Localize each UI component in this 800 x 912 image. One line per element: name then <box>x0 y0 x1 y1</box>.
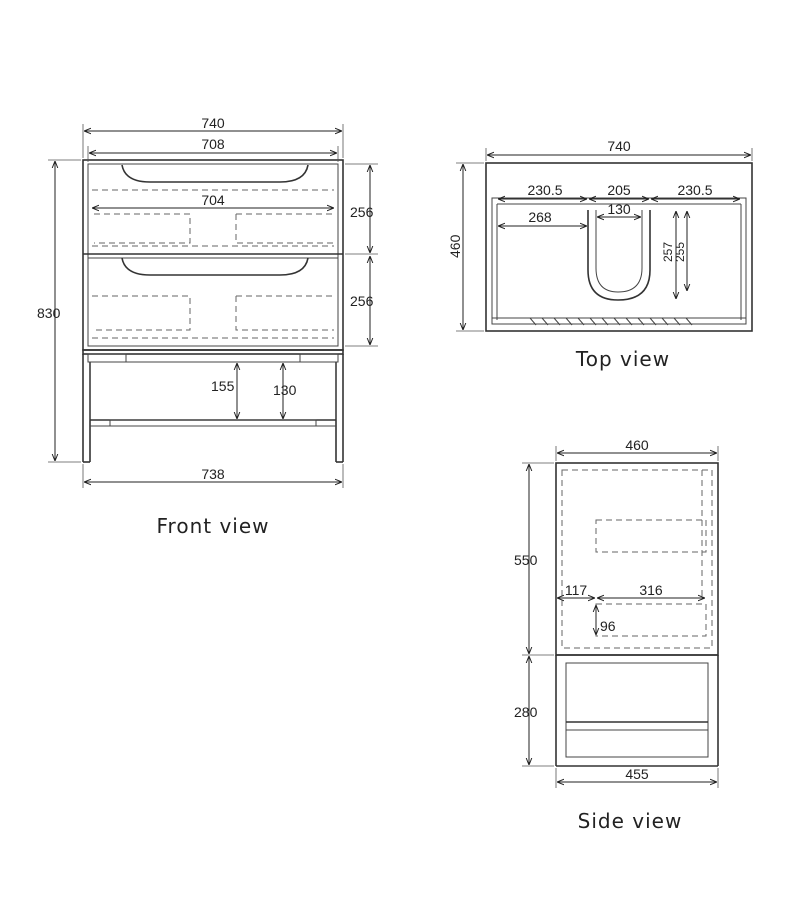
plumbing-cutout <box>587 210 651 301</box>
top-view: 740 460 230.5 205 230.5 268 130 257 255 … <box>447 138 753 371</box>
top-dim-130: 130 <box>607 201 631 217</box>
top-dim-740: 740 <box>607 138 631 154</box>
side-dim-117: 117 <box>565 582 588 598</box>
top-dim-257: 257 <box>661 242 675 262</box>
side-dim-460: 460 <box>625 437 649 453</box>
top-dim-230-left: 230.5 <box>527 182 562 198</box>
front-dim-130: 130 <box>273 382 297 398</box>
side-view-cabinet <box>555 462 719 656</box>
front-view-title: Front view <box>157 514 270 538</box>
front-dim-256-bottom: 256 <box>350 293 374 309</box>
front-dim-704: 704 <box>201 192 225 208</box>
front-dim-155: 155 <box>211 378 235 394</box>
side-dim-96: 96 <box>600 618 616 634</box>
side-view: 460 550 280 117 316 96 455 Side view <box>514 437 719 833</box>
side-dim-455: 455 <box>625 766 649 782</box>
top-dim-255: 255 <box>673 242 687 262</box>
front-cabinet-body <box>82 159 344 351</box>
top-view-title: Top view <box>575 347 670 371</box>
side-dim-316: 316 <box>639 582 663 598</box>
front-dim-738: 738 <box>201 466 225 482</box>
top-dim-460: 460 <box>447 234 463 258</box>
bottom-drawer-handle <box>121 257 309 276</box>
front-dim-256-top: 256 <box>350 204 374 220</box>
top-dim-230-right: 230.5 <box>677 182 712 198</box>
top-view-outline <box>485 162 753 332</box>
top-drawer-handle <box>121 164 309 183</box>
front-view: 740 708 704 830 256 256 155 130 738 Fr <box>37 115 378 538</box>
side-view-title: Side view <box>578 809 683 833</box>
side-dim-280: 280 <box>514 704 538 720</box>
front-dim-740: 740 <box>201 115 225 131</box>
side-dim-550: 550 <box>514 552 538 568</box>
top-dim-268: 268 <box>528 209 552 225</box>
front-dim-830: 830 <box>37 305 61 321</box>
front-dim-708: 708 <box>201 136 225 152</box>
top-dim-205: 205 <box>607 182 631 198</box>
